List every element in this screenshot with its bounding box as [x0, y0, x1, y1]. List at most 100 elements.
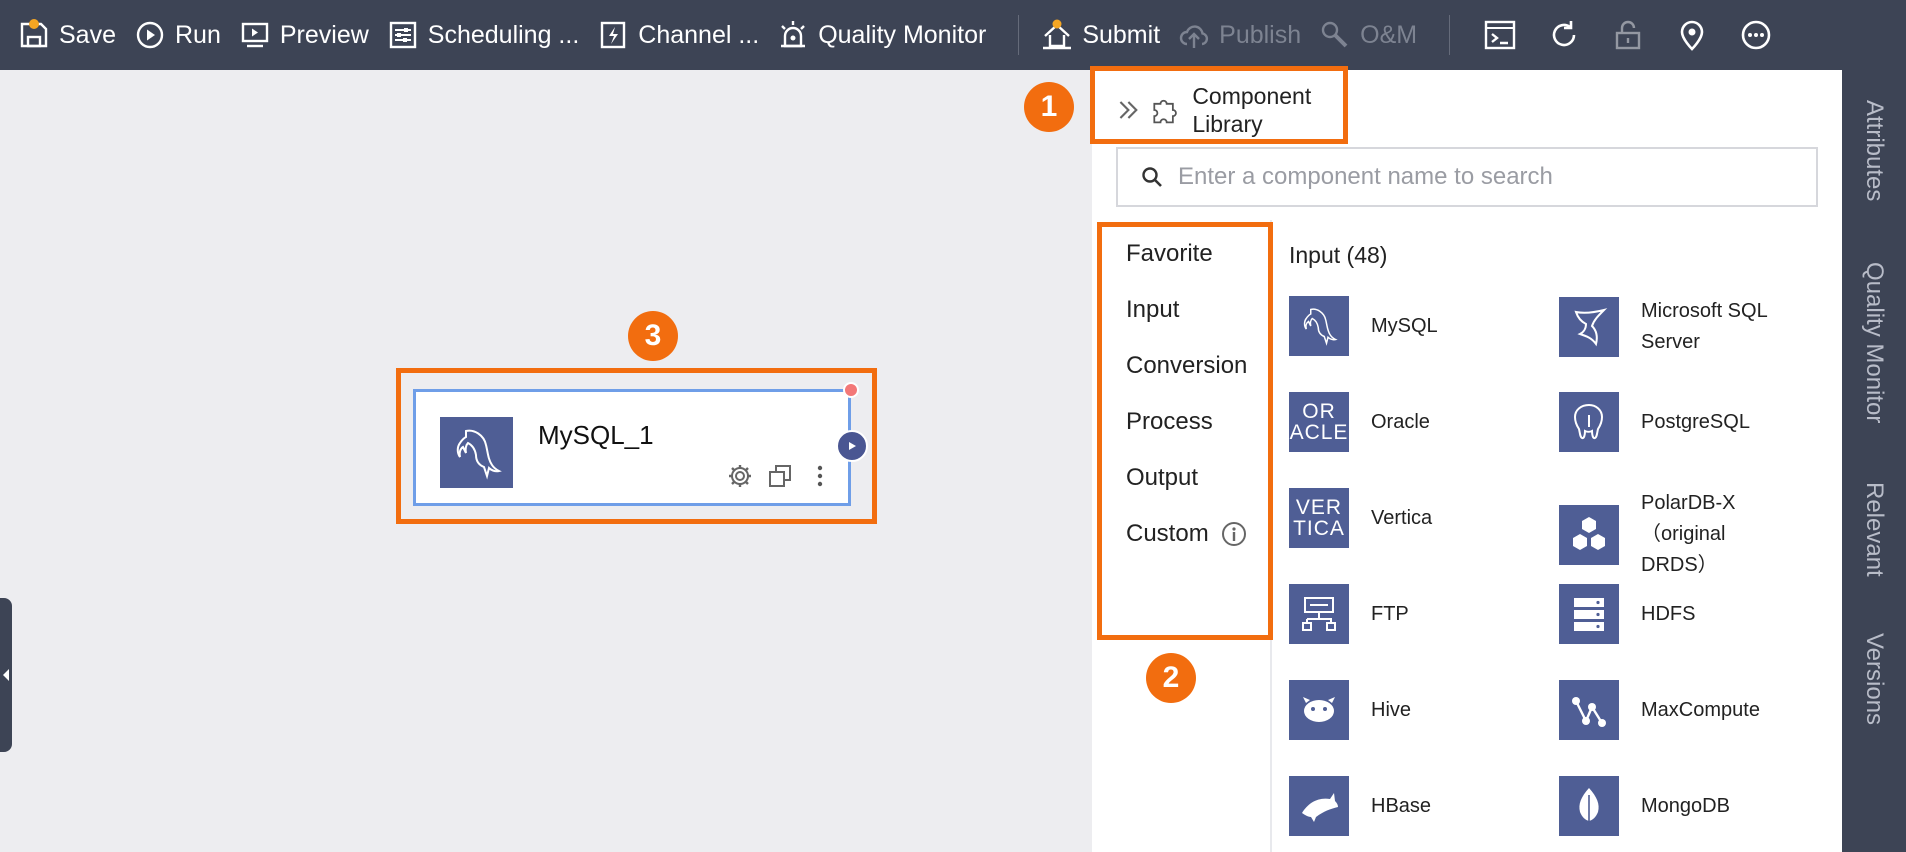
component-icon: [1289, 776, 1349, 836]
submit-label: Submit: [1082, 20, 1161, 49]
oracle-icon: OR ACLE: [1290, 401, 1349, 443]
mysql-node[interactable]: MySQL_1: [413, 382, 868, 506]
double-chevron-right-icon[interactable]: [1116, 95, 1143, 125]
component-library-panel: Component Library Favorite Input Convers…: [1092, 70, 1842, 852]
publish-button[interactable]: Publish: [1174, 0, 1315, 70]
scheduling-button[interactable]: Scheduling ...: [383, 0, 594, 70]
tab-relevant[interactable]: Relevant: [1842, 482, 1906, 577]
category-custom[interactable]: Custom: [1126, 520, 1247, 548]
unlock-icon: [1615, 20, 1641, 50]
om-button[interactable]: O&M: [1315, 0, 1431, 70]
preview-button[interactable]: Preview: [235, 0, 383, 70]
component-label: MongoDB: [1641, 794, 1730, 817]
channel-button[interactable]: Channel ...: [593, 0, 773, 70]
category-output[interactable]: Output: [1126, 464, 1198, 492]
tab-quality-monitor[interactable]: Quality Monitor: [1842, 262, 1906, 423]
search-input[interactable]: [1178, 163, 1778, 191]
component-vertica[interactable]: VER TICA Vertica: [1289, 488, 1521, 548]
terminal-icon: [1484, 20, 1516, 50]
node-title: MySQL_1: [538, 420, 654, 450]
wrench-icon: [1321, 21, 1348, 48]
highlight-box-node: [396, 368, 877, 524]
settings-gear-icon[interactable]: [727, 463, 753, 489]
component-label: Oracle: [1371, 410, 1430, 433]
preview-icon: [241, 22, 269, 48]
component-ftp[interactable]: FTP: [1289, 584, 1521, 644]
component-icon: [1559, 680, 1619, 740]
category-label: Process: [1126, 408, 1213, 435]
locate-button[interactable]: [1660, 0, 1724, 70]
node-actions: [727, 463, 833, 489]
hexagons-icon: [1573, 516, 1605, 550]
component-icon: [1289, 584, 1349, 644]
component-icon: [1559, 297, 1619, 357]
mysql-node-icon: [440, 417, 513, 488]
panel-header: Component Library: [1116, 78, 1316, 142]
terminal-button[interactable]: [1468, 0, 1532, 70]
elephant-icon: [1573, 403, 1604, 440]
component-mongodb[interactable]: MongoDB: [1559, 776, 1791, 836]
info-icon[interactable]: [1221, 521, 1247, 547]
panel-title: Component Library: [1192, 83, 1312, 137]
save-button[interactable]: Save: [14, 0, 130, 70]
hive-icon: [1303, 697, 1335, 722]
run-button[interactable]: Run: [130, 0, 235, 70]
category-list: Favorite Input Conversion Process Output…: [1092, 220, 1272, 852]
group-title: Input (48): [1289, 242, 1388, 268]
component-postgresql[interactable]: PostgreSQL: [1559, 392, 1791, 452]
scheduling-label: Scheduling ...: [427, 20, 580, 49]
more-button[interactable]: [1724, 0, 1788, 70]
logo-text: TICA: [1293, 517, 1345, 540]
dolphin-icon: [456, 429, 502, 480]
node-run-button[interactable]: [836, 430, 868, 462]
component-label: HBase: [1371, 794, 1432, 817]
component-polardb-x[interactable]: PolarDB-X（original DRDS）: [1559, 488, 1791, 581]
save-icon: [20, 19, 48, 48]
caret-left-icon: [3, 669, 9, 681]
component-icon: [1559, 584, 1619, 644]
step-badge-3: 3: [628, 311, 678, 361]
refresh-button[interactable]: [1532, 0, 1596, 70]
refresh-icon: [1552, 21, 1576, 47]
tab-versions[interactable]: Versions: [1842, 633, 1906, 725]
component-oracle[interactable]: OR ACLE Oracle: [1289, 392, 1521, 452]
component-hive[interactable]: Hive: [1289, 680, 1521, 740]
lock-button[interactable]: [1596, 0, 1660, 70]
play-icon: [849, 442, 856, 450]
channel-icon: [601, 21, 626, 49]
category-favorite[interactable]: Favorite: [1126, 240, 1213, 268]
component-hbase[interactable]: HBase: [1289, 776, 1521, 836]
component-icon: [1289, 680, 1349, 740]
toolbar-divider: [1018, 15, 1020, 55]
logo-text: OR: [1302, 400, 1336, 423]
more-vertical-icon[interactable]: [807, 463, 833, 489]
submit-button[interactable]: Submit: [1037, 0, 1174, 70]
component-icon: [1559, 392, 1619, 452]
category-conversion[interactable]: Conversion: [1126, 352, 1247, 380]
category-process[interactable]: Process: [1126, 408, 1213, 436]
component-icon: [1559, 776, 1619, 836]
tab-attributes[interactable]: Attributes: [1842, 100, 1906, 201]
component-label: MaxCompute: [1641, 698, 1760, 721]
collapse-handle[interactable]: [0, 598, 12, 752]
copy-icon[interactable]: [767, 463, 793, 489]
logo-text: ACLE: [1289, 421, 1349, 444]
location-pin-icon: [1680, 20, 1704, 51]
puzzle-icon: [1152, 99, 1177, 124]
component-hdfs[interactable]: HDFS: [1559, 584, 1791, 644]
component-mysql[interactable]: MySQL: [1289, 296, 1521, 356]
toolbar: Save Run Preview Scheduling ... Channel …: [0, 0, 1906, 70]
category-input[interactable]: Input: [1126, 296, 1179, 324]
component-maxcompute[interactable]: MaxCompute: [1559, 680, 1791, 740]
server-stack-icon: [1574, 598, 1604, 631]
tab-label: Quality Monitor: [1861, 262, 1888, 424]
orca-icon: [1302, 793, 1338, 822]
om-label: O&M: [1360, 20, 1418, 49]
ftp-icon: [1302, 597, 1336, 631]
node-status-dot: [843, 382, 859, 398]
component-icon: [1289, 296, 1349, 356]
component-sqlserver[interactable]: Microsoft SQL Server: [1559, 296, 1791, 358]
play-circle-icon: [136, 21, 164, 49]
category-label: Conversion: [1126, 352, 1248, 379]
quality-monitor-button[interactable]: Quality Monitor: [773, 0, 1000, 70]
